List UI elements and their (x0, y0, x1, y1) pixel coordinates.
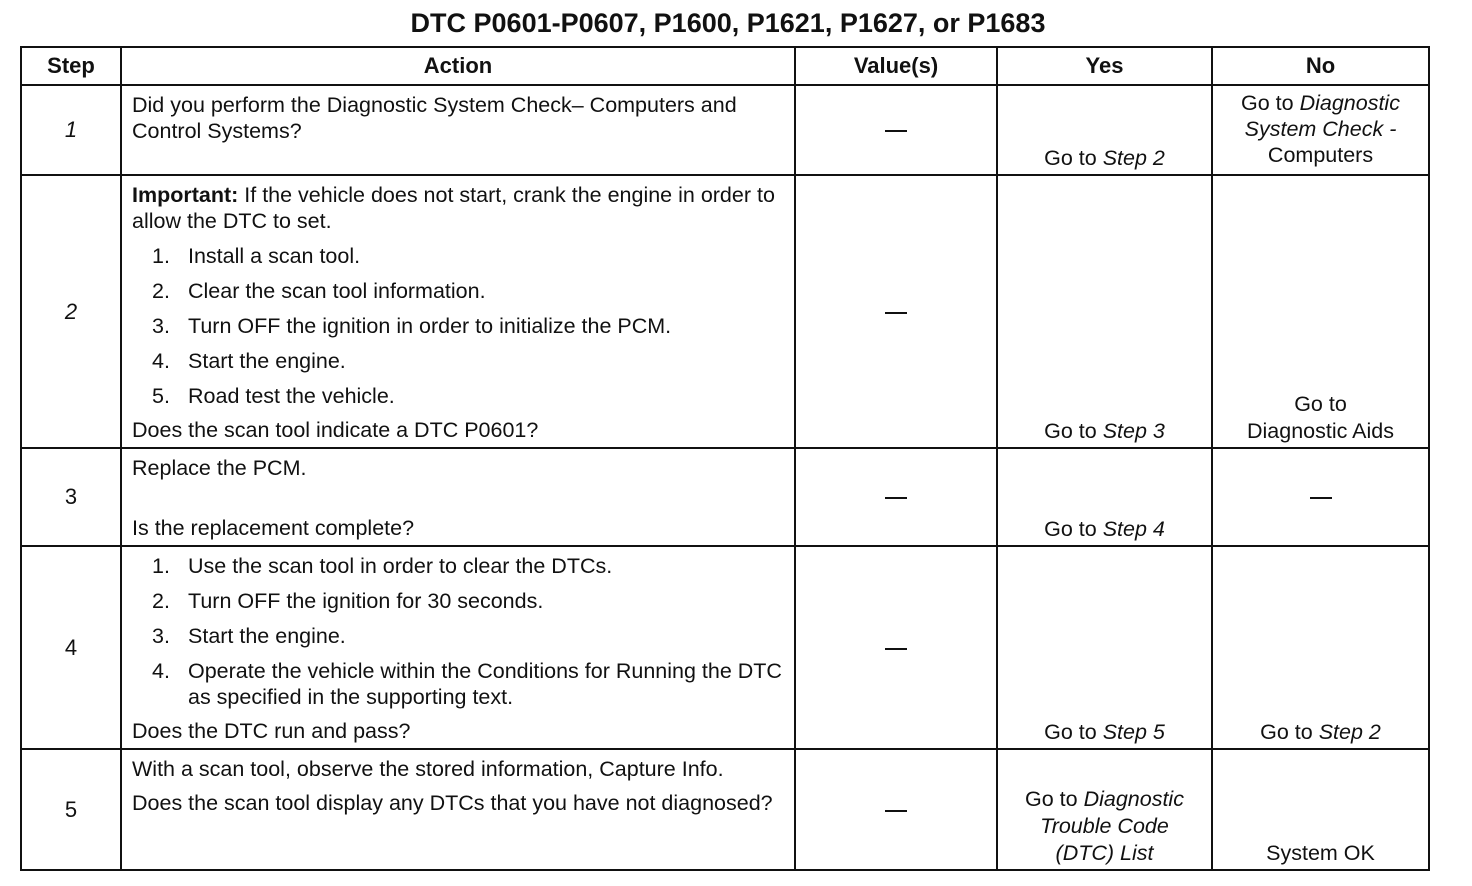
step-number: 1 (20, 84, 122, 176)
yes-prefix: Go to (1044, 419, 1103, 443)
list-item: 4.Start the engine. (152, 349, 346, 373)
value-cell (794, 748, 998, 871)
list-item: 3.Turn OFF the ignition in order to init… (152, 314, 672, 338)
yes-link[interactable]: Step 2 (1102, 146, 1165, 170)
value-cell (794, 447, 998, 547)
table-row: 2 Important: If the vehicle does not sta… (20, 174, 1430, 449)
value-cell (794, 174, 998, 449)
table-row: 4 1.Use the scan tool in order to clear … (20, 545, 1430, 750)
action-cell: With a scan tool, observe the stored inf… (120, 748, 796, 871)
header-row: Step Action Value(s) Yes No (20, 46, 1430, 86)
yes-cell: Go to Step 5 (996, 545, 1213, 750)
step-number: 2 (20, 174, 122, 449)
action-text: Did you perform the Diagnostic System Ch… (132, 93, 737, 143)
yes-prefix: Go to (1044, 720, 1103, 744)
diagnostic-table: Step Action Value(s) Yes No 1 Did you pe… (20, 46, 1430, 871)
no-cell: Go to Step 2 (1211, 545, 1430, 750)
dash-mark (885, 130, 907, 133)
header-step: Step (20, 46, 122, 86)
yes-link[interactable]: Step 4 (1102, 517, 1165, 541)
no-link[interactable]: Diagnostic Aids (1247, 419, 1394, 443)
yes-cell: Go to Step 3 (996, 174, 1213, 449)
list-item: 2.Clear the scan tool information. (152, 279, 486, 303)
no-line-1: Go to (1294, 392, 1347, 416)
table-row: 3 Replace the PCM. Is the replacement co… (20, 447, 1430, 547)
no-cell: System OK (1211, 748, 1430, 871)
important-text: If the vehicle does not start, crank the… (132, 183, 775, 233)
no-prefix: Go to (1241, 91, 1300, 115)
value-cell (794, 84, 998, 176)
list-item: 1.Install a scan tool. (152, 244, 361, 268)
important-label: Important: (132, 183, 239, 207)
procedure-list: 1.Use the scan tool in order to clear th… (132, 553, 784, 710)
no-link[interactable]: Diagnostic System Check - (1244, 91, 1400, 141)
yes-prefix: Go to (1044, 517, 1103, 541)
dash-mark (885, 809, 907, 812)
header-yes: Yes (996, 46, 1213, 86)
action-cell: Replace the PCM. Is the replacement comp… (120, 447, 796, 547)
yes-link[interactable]: Diagnostic Trouble Code (DTC) List (1040, 787, 1184, 865)
action-text: With a scan tool, observe the stored inf… (132, 757, 724, 781)
no-text: System OK (1266, 841, 1375, 865)
no-cell: Go to Diagnostic System Check -Computers (1211, 84, 1430, 176)
procedure-list: 1.Install a scan tool. 2.Clear the scan … (132, 243, 784, 409)
yes-link[interactable]: Step 5 (1102, 720, 1165, 744)
yes-cell: Go to Diagnostic Trouble Code (DTC) List (996, 748, 1213, 871)
step-number: 5 (20, 748, 122, 871)
page-title: DTC P0601-P0607, P1600, P1621, P1627, or… (410, 8, 1046, 38)
dash-mark (885, 311, 907, 314)
no-cell (1211, 447, 1430, 547)
question-text: Does the scan tool display any DTCs that… (132, 791, 773, 815)
header-action: Action (120, 46, 796, 86)
no-cell: Go to Diagnostic Aids (1211, 174, 1430, 449)
list-item: 4.Operate the vehicle within the Conditi… (152, 659, 782, 709)
dash-mark (885, 647, 907, 650)
list-item: 3.Start the engine. (152, 624, 346, 648)
no-suffix: Computers (1267, 143, 1374, 167)
list-item: 5.Road test the vehicle. (152, 384, 395, 408)
question-text: Does the DTC run and pass? (132, 719, 411, 743)
yes-prefix: Go to (1044, 146, 1103, 170)
value-cell (794, 545, 998, 750)
header-values: Value(s) (794, 46, 998, 86)
step-number: 4 (20, 545, 122, 750)
no-link[interactable]: Step 2 (1318, 720, 1381, 744)
step-number: 3 (20, 447, 122, 547)
yes-link[interactable]: Step 3 (1102, 419, 1165, 443)
dash-mark (1309, 497, 1332, 500)
action-cell: Did you perform the Diagnostic System Ch… (120, 84, 796, 176)
table-row: 5 With a scan tool, observe the stored i… (20, 748, 1430, 871)
header-no: No (1211, 46, 1430, 86)
question-text: Is the replacement complete? (132, 516, 415, 540)
action-cell: Important: If the vehicle does not start… (120, 174, 796, 449)
list-item: 2.Turn OFF the ignition for 30 seconds. (152, 589, 544, 613)
important-note: Important: If the vehicle does not start… (132, 182, 784, 234)
action-cell: 1.Use the scan tool in order to clear th… (120, 545, 796, 750)
action-text: Replace the PCM. (132, 456, 307, 480)
question-text: Does the scan tool indicate a DTC P0601? (132, 418, 539, 442)
list-item: 1.Use the scan tool in order to clear th… (152, 554, 613, 578)
table-row: 1 Did you perform the Diagnostic System … (20, 84, 1430, 176)
yes-cell: Go to Step 4 (996, 447, 1213, 547)
dash-mark (885, 497, 907, 500)
yes-prefix: Go to (1025, 787, 1084, 811)
yes-cell: Go to Step 2 (996, 84, 1213, 176)
no-prefix: Go to (1260, 720, 1319, 744)
